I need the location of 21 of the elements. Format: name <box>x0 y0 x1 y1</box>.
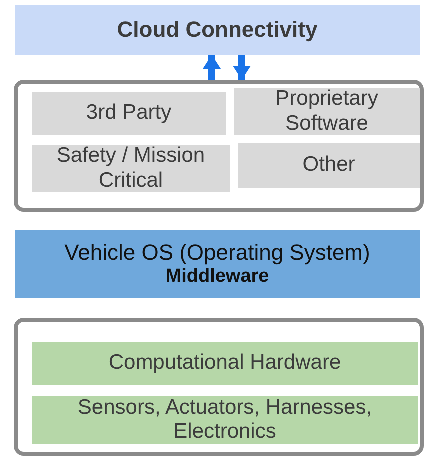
node-label: Vehicle OS (Operating System) <box>64 240 370 266</box>
component-box <box>32 396 418 444</box>
arrow <box>203 55 221 80</box>
container-box <box>14 318 424 456</box>
layer-band <box>15 230 420 298</box>
container-box <box>14 80 424 212</box>
component-box <box>238 143 420 188</box>
layer-band <box>15 5 420 55</box>
node-label: Sensors, Actuators, Harnesses, Electronics <box>76 396 374 444</box>
component-box <box>32 342 418 385</box>
arrow <box>233 55 251 80</box>
node-label: 3rd Party <box>86 101 172 126</box>
node-label: Cloud Connectivity <box>117 17 318 43</box>
node-label: Other <box>302 153 356 178</box>
component-box <box>32 92 226 135</box>
node-label: Proprietary Software <box>274 87 380 136</box>
component-box <box>234 88 420 135</box>
component-box <box>32 145 230 192</box>
node-label: Computational Hardware <box>108 351 342 376</box>
node-label: Safety / Mission Critical <box>56 144 206 193</box>
node-sublabel: Middleware <box>166 266 270 288</box>
